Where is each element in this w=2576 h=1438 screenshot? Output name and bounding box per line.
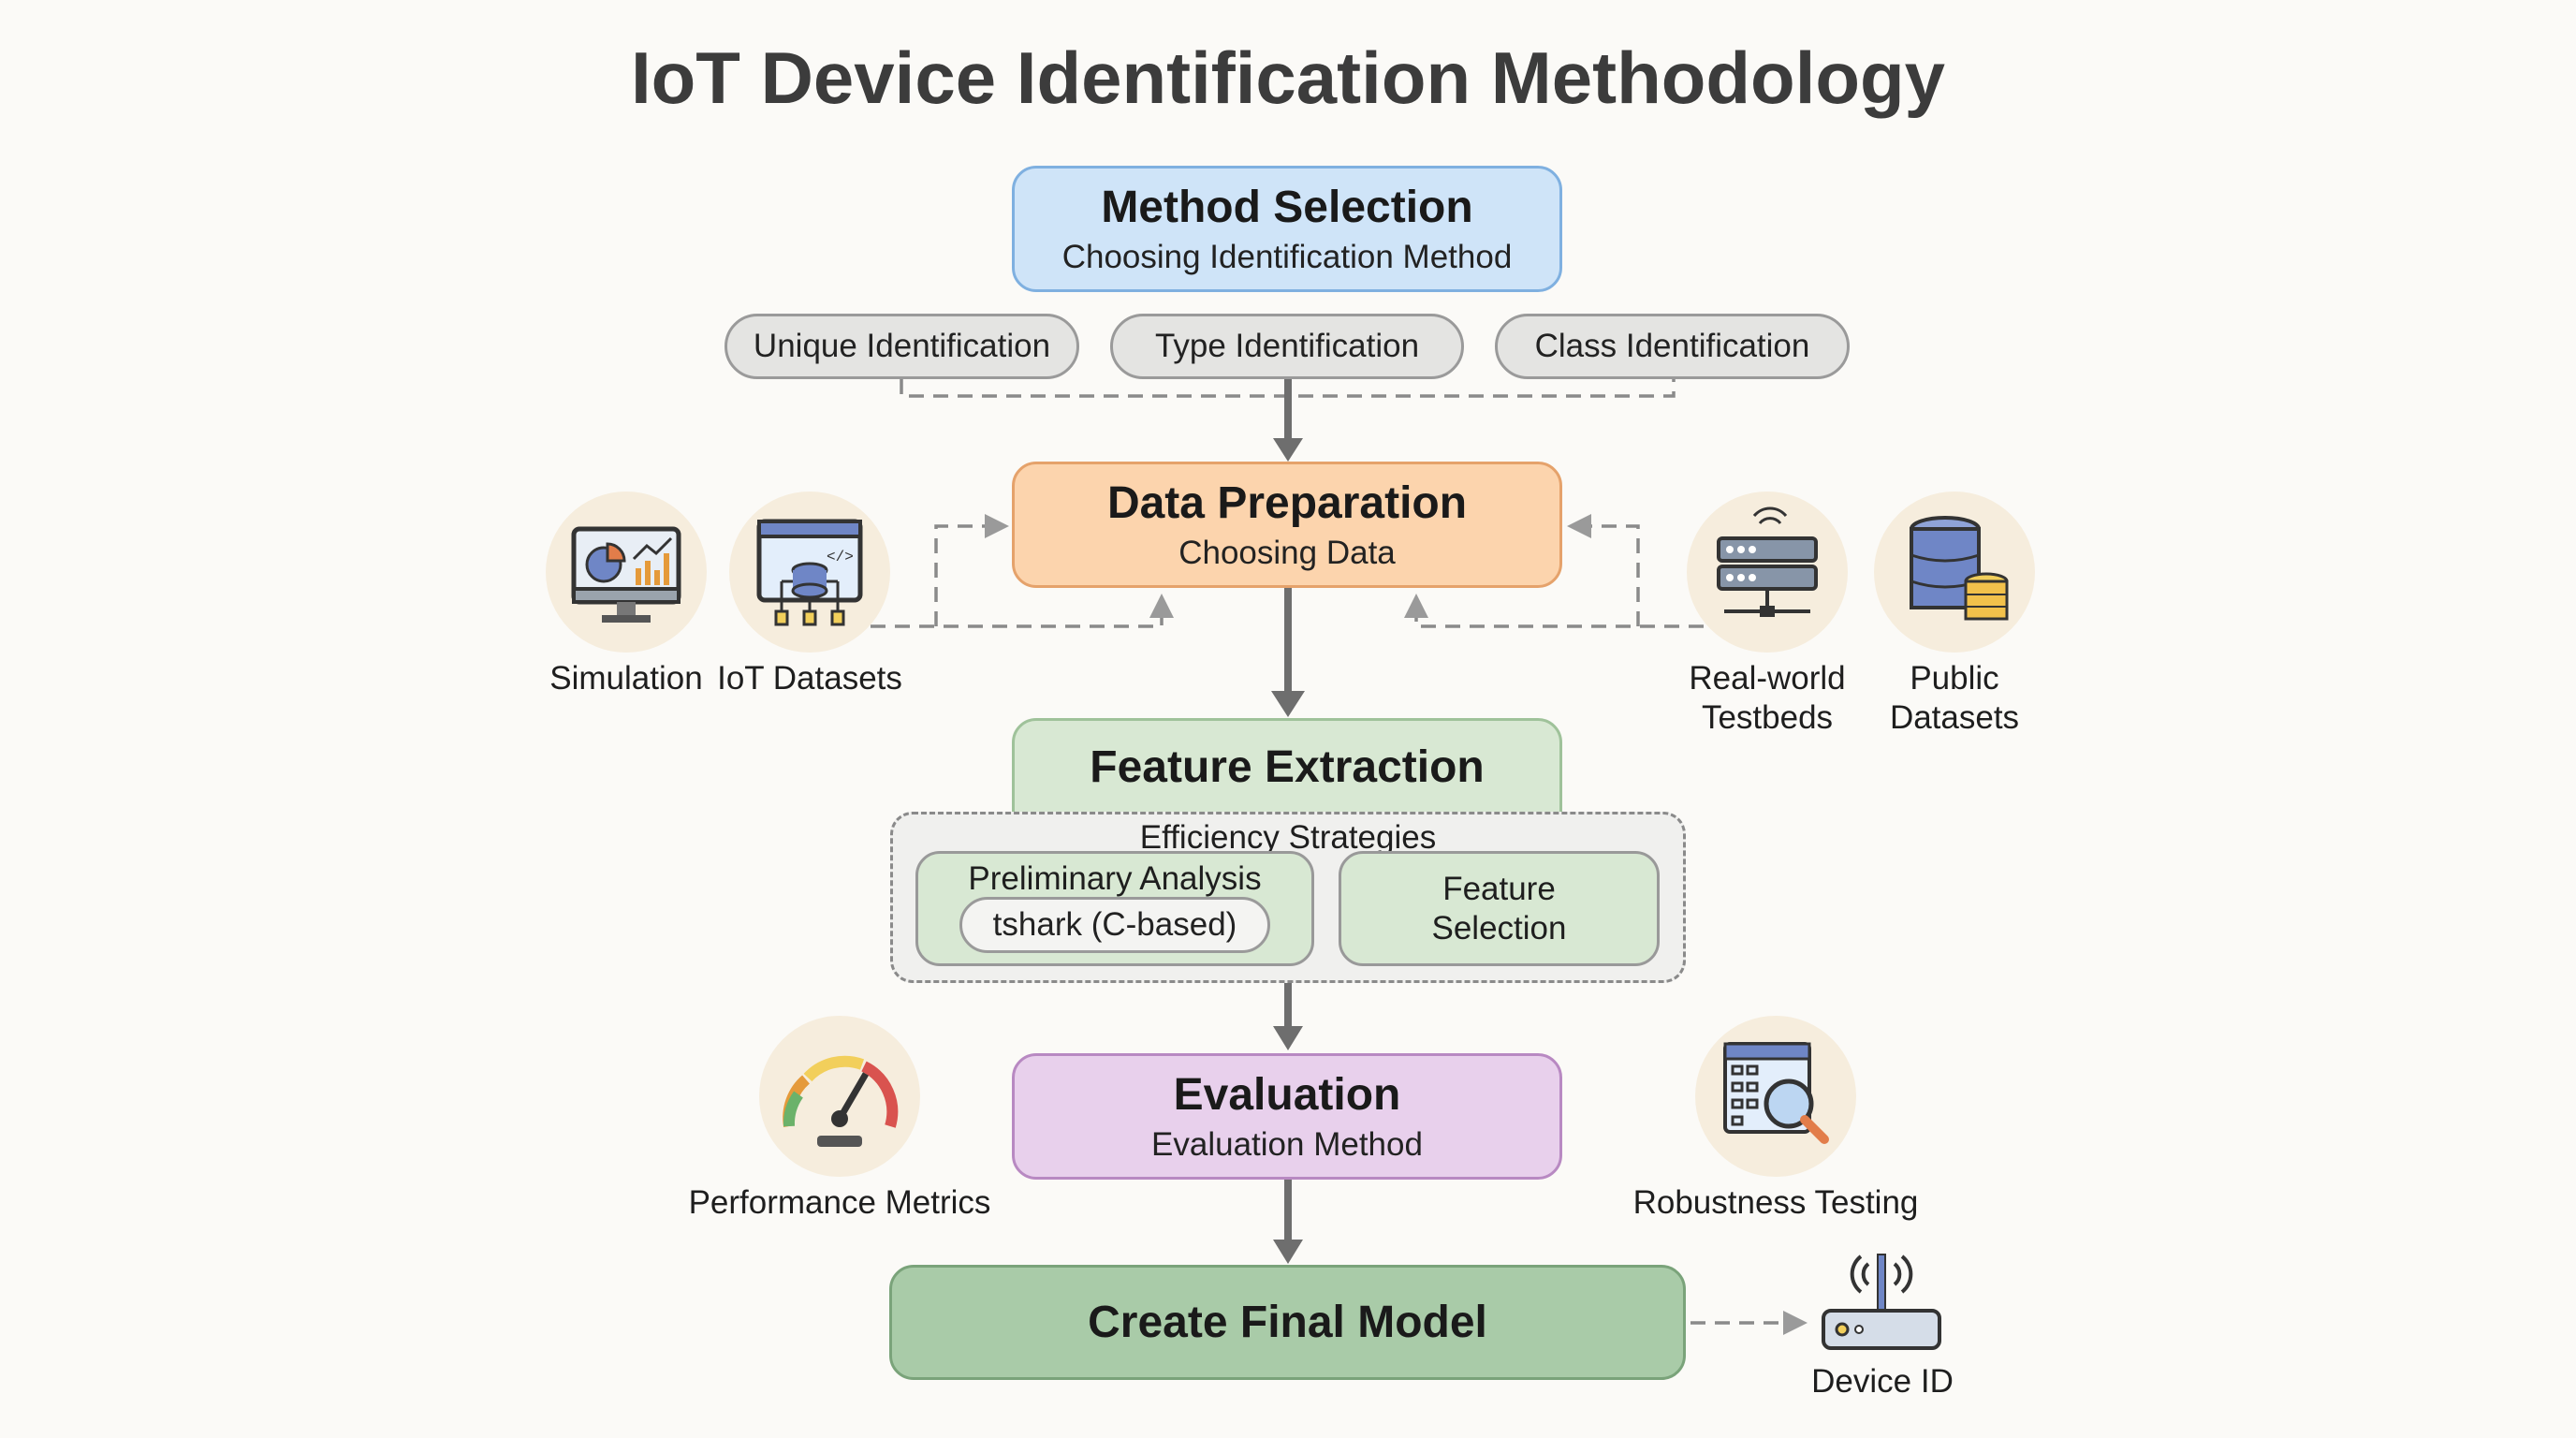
evaluation-box: Evaluation Evaluation Method	[1012, 1053, 1562, 1180]
diagram-title: IoT Device Identification Methodology	[630, 37, 1946, 119]
arrowhead	[1273, 1026, 1303, 1050]
svg-text:</>: </>	[827, 549, 854, 565]
source-label-simulation: Simulation	[549, 660, 703, 697]
robustness-testing-label: Robustness Testing	[1632, 1184, 1919, 1221]
left-source-connector-top	[934, 514, 1009, 626]
preliminary-analysis-label: Preliminary Analysis	[968, 860, 1262, 897]
data-preparation-heading: Data Preparation	[1106, 478, 1468, 528]
right-source-connector-top	[1567, 514, 1640, 626]
feature-extraction-heading: Feature Extraction	[1090, 742, 1485, 792]
create-final-model-box: Create Final Model	[889, 1265, 1686, 1380]
method-selection-box: Method Selection Choosing Identification…	[1012, 166, 1562, 292]
source-label-public-datasets: Public Datasets	[1889, 660, 2020, 736]
evaluation-subtitle: Evaluation Method	[1151, 1126, 1423, 1163]
source-label-iot-datasets: IoT Datasets	[717, 660, 902, 697]
performance-metrics-label: Performance Metrics	[688, 1184, 991, 1221]
efficiency-strategies-label: Efficiency Strategies	[1139, 819, 1437, 856]
tshark-pill: tshark (C-based)	[959, 897, 1270, 953]
arrowhead	[1271, 691, 1305, 717]
left-source-connector-bottom	[871, 594, 1174, 628]
option-type-identification: Type Identification	[1110, 314, 1464, 379]
option-class-identification: Class Identification	[1495, 314, 1850, 379]
option-unique-identification: Unique Identification	[724, 314, 1079, 379]
evaluation-heading: Evaluation	[1173, 1070, 1401, 1120]
right-source-connector-bottom	[1404, 594, 1704, 628]
feature-extraction-box: Feature Extraction	[1012, 718, 1562, 821]
feature-selection-box: Feature Selection	[1339, 851, 1660, 966]
database-window-icon: </>	[729, 492, 890, 653]
arrowhead	[1273, 1240, 1303, 1264]
device-id-label: Device ID	[1811, 1363, 1954, 1400]
data-preparation-box: Data Preparation Choosing Data	[1012, 462, 1562, 588]
arrowhead	[1273, 438, 1303, 462]
source-label-real-world-testbeds: Real-world Testbeds	[1689, 660, 1846, 736]
method-selection-heading: Method Selection	[1101, 183, 1473, 232]
create-final-model-heading: Create Final Model	[1088, 1298, 1487, 1347]
monitor-chart-icon	[546, 492, 707, 653]
data-preparation-subtitle: Choosing Data	[1178, 535, 1396, 571]
router-icon	[1816, 1236, 1947, 1357]
method-selection-subtitle: Choosing Identification Method	[1061, 239, 1513, 275]
server-rack-icon	[1687, 492, 1848, 653]
database-stack-icon	[1874, 492, 2035, 653]
gauge-icon	[759, 1016, 920, 1177]
magnifier-table-icon	[1695, 1016, 1856, 1177]
